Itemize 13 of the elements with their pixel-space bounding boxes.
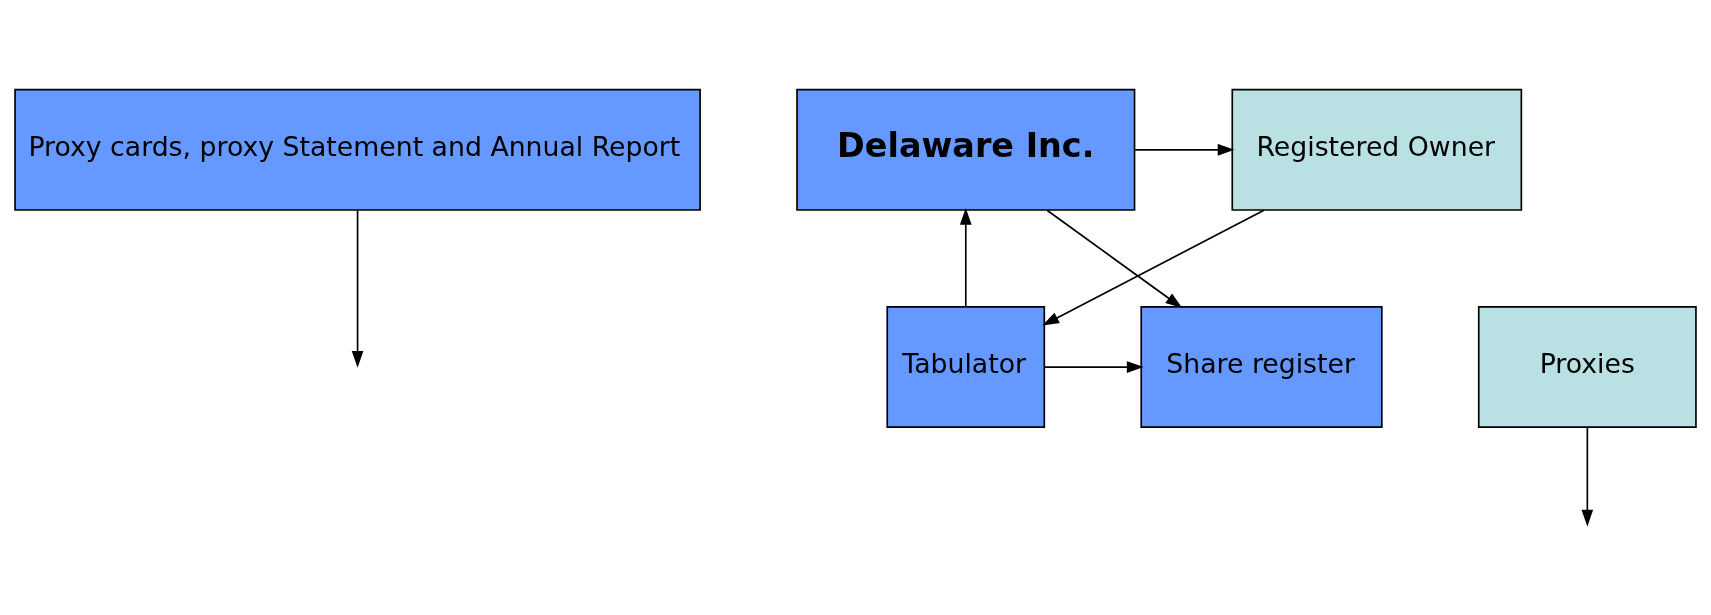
node-box: Registered Owner [1231,88,1523,211]
node-box: Share register [1140,306,1383,429]
arrow [351,209,364,368]
node-box: Tabulator [886,306,1046,429]
node-box: Proxies [1477,306,1697,429]
arrow [959,208,972,308]
arrow [1046,209,1183,309]
arrow [1042,209,1265,326]
arrow [1134,144,1235,156]
arrow [1581,426,1594,527]
node-box: Delaware Inc. [796,88,1136,211]
arrow [1043,361,1144,373]
node-box: Proxy cards, proxy Statement and Annual Report [14,88,701,211]
